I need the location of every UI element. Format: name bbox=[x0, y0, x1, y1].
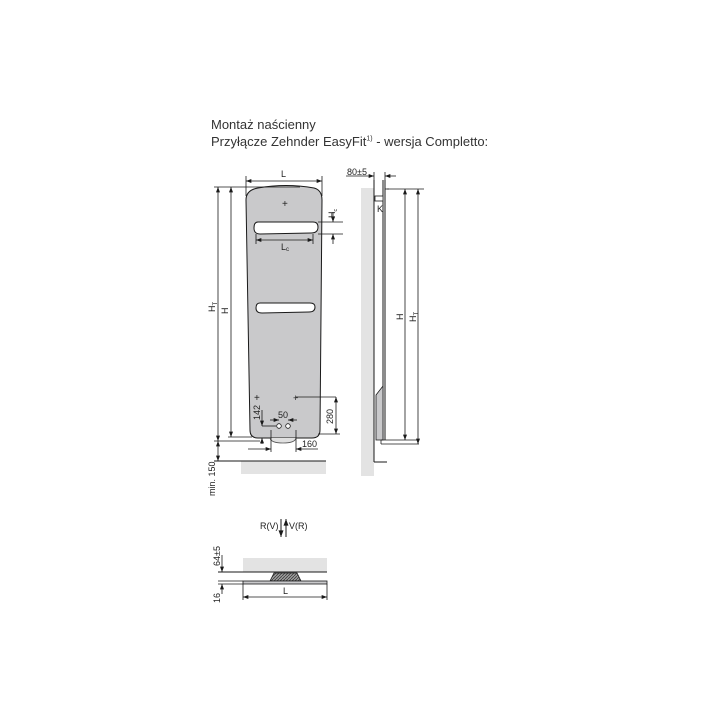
top-wall bbox=[243, 558, 327, 572]
dim-depth: 64±5 bbox=[212, 546, 222, 566]
mounting-block bbox=[269, 572, 302, 582]
dim-towel-gap-Hc: Hc bbox=[327, 209, 339, 219]
dim-towel-width-Lc: Lc bbox=[281, 242, 289, 253]
mount-point-top-icon: + bbox=[282, 199, 288, 210]
floor-block bbox=[241, 461, 326, 474]
mount-point-left-icon: + bbox=[254, 393, 260, 404]
towel-slot-middle bbox=[255, 302, 316, 314]
pipe-connection-left-icon bbox=[276, 423, 282, 429]
dim-total-height-HT: HT bbox=[207, 302, 219, 313]
dim-280: 280 bbox=[325, 409, 335, 424]
dim-top-width-L: L bbox=[283, 586, 288, 596]
label-flow: V(R) bbox=[289, 521, 308, 531]
dim-thickness: 16 bbox=[212, 593, 222, 603]
title-line-1: Montaż naścienny bbox=[211, 117, 316, 132]
drawing-title: Montaż naścienny Przyłącze Zehnder EasyF… bbox=[211, 116, 488, 150]
dim-160: 160 bbox=[302, 439, 317, 449]
connection-legend: R(V) V(R) bbox=[260, 519, 308, 537]
side-view: K 80±5 H HT bbox=[346, 167, 424, 476]
title-line-2: Przyłącze Zehnder EasyFit1) - wersja Com… bbox=[211, 134, 489, 149]
dim-floor-clearance: min. 150 bbox=[207, 461, 217, 496]
wall bbox=[361, 188, 374, 476]
bracket-K bbox=[374, 195, 384, 202]
front-view: + + + L HT H Hc Lc bbox=[207, 169, 343, 496]
dim-height-H: H bbox=[220, 308, 230, 315]
dim-side-height-H: H bbox=[395, 314, 405, 321]
dim-width-L: L bbox=[281, 169, 286, 179]
towel-slot-top bbox=[253, 221, 319, 235]
top-view: 64±5 16 L bbox=[212, 546, 328, 603]
pipe-connection-right-icon bbox=[285, 423, 291, 429]
footnote-marker: 1) bbox=[366, 135, 373, 143]
dim-wall-distance: 80±5 bbox=[347, 167, 367, 177]
top-panel bbox=[242, 580, 328, 585]
dim-142: 142 bbox=[252, 405, 262, 420]
label-bracket-K: K bbox=[377, 204, 383, 214]
label-return: R(V) bbox=[260, 521, 279, 531]
dim-50: 50 bbox=[278, 410, 288, 420]
svg-text:+: + bbox=[293, 393, 298, 403]
dim-side-total-height-HT: HT bbox=[408, 312, 420, 323]
